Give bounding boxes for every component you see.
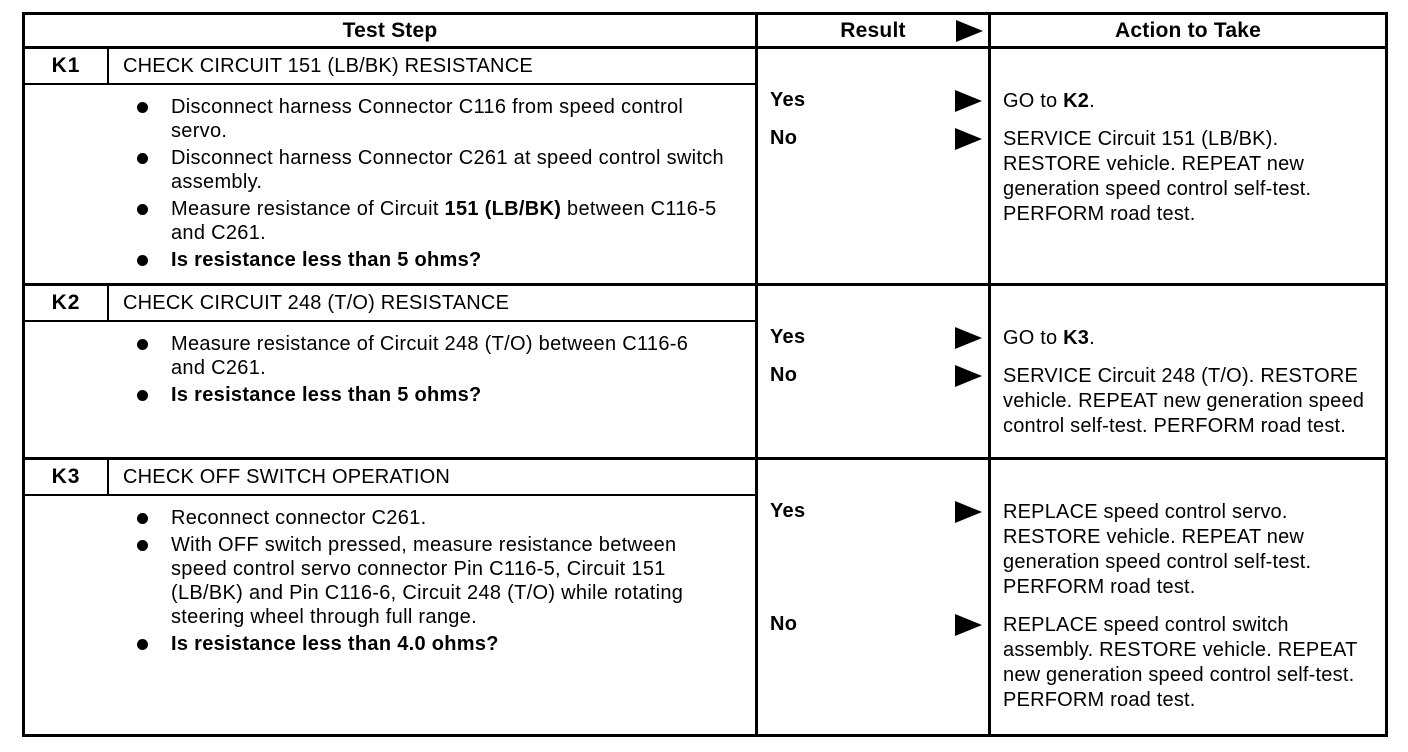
action-text: REPLACE speed control servo. RESTORE veh… (1003, 501, 1312, 598)
bullet-icon (137, 540, 148, 551)
instruction-item: Disconnect harness Connector C116 from s… (137, 95, 745, 143)
result-action-cell: Yes GO to K2. No SERVICE Circuit 151 (LB… (758, 49, 1385, 283)
result-label: Yes (770, 89, 806, 111)
test-step-cell: K1 CHECK CIRCUIT 151 (LB/BK) RESISTANCE … (25, 49, 758, 283)
table-header-row: Test Step Result Action to Take (25, 15, 1385, 49)
result-cell: No (758, 127, 988, 150)
step-title: CHECK CIRCUIT 151 (LB/BK) RESISTANCE (123, 54, 533, 77)
result-row: No SERVICE Circuit 248 (T/O). RESTORE ve… (758, 364, 1385, 439)
test-section-k2: K2 CHECK CIRCUIT 248 (T/O) RESISTANCE Me… (25, 286, 1385, 460)
bullet-icon (137, 339, 148, 350)
bullet-icon (137, 204, 148, 215)
header-result: Result (758, 15, 988, 46)
step-code: K1 (25, 49, 109, 83)
test-section-k1: K1 CHECK CIRCUIT 151 (LB/BK) RESISTANCE … (25, 49, 1385, 286)
instruction-item: Is resistance less than 5 ohms? (137, 248, 745, 272)
result-row: Yes GO to K2. (758, 89, 1385, 114)
pinpoint-test-table: Test Step Result Action to Take K1 CHECK… (22, 12, 1388, 737)
test-section-k3: K3 CHECK OFF SWITCH OPERATION Reconnect … (25, 460, 1385, 734)
step-instructions: Reconnect connector C261. With OFF switc… (25, 496, 755, 667)
result-arrow-icon (955, 364, 982, 387)
instruction-item: Disconnect harness Connector C261 at spe… (137, 146, 745, 194)
result-label: Yes (770, 500, 806, 522)
result-row: Yes REPLACE speed control servo. RESTORE… (758, 500, 1385, 600)
result-arrow-icon (955, 613, 982, 636)
result-cell: Yes (758, 89, 988, 112)
result-action-cell: Yes GO to K3. No SERVICE Circuit 248 (T/… (758, 286, 1385, 457)
step-title: CHECK CIRCUIT 248 (T/O) RESISTANCE (123, 291, 510, 314)
result-row: No SERVICE Circuit 151 (LB/BK). RESTORE … (758, 127, 1385, 227)
bullet-icon (137, 390, 148, 401)
action-text: REPLACE speed control switch assembly. R… (1003, 614, 1358, 711)
result-cell: No (758, 613, 988, 636)
step-code: K3 (25, 460, 109, 494)
bullet-icon (137, 255, 148, 266)
action-text: SERVICE Circuit 248 (T/O). RESTORE vehic… (1003, 365, 1365, 437)
result-label: Yes (770, 326, 806, 348)
result-cell: No (758, 364, 988, 387)
step-title-row: K3 CHECK OFF SWITCH OPERATION (25, 460, 755, 496)
header-action: Action to Take (988, 15, 1385, 46)
result-arrow-icon (955, 500, 982, 523)
test-step-cell: K2 CHECK CIRCUIT 248 (T/O) RESISTANCE Me… (25, 286, 758, 457)
result-label: No (770, 364, 798, 386)
result-label: No (770, 127, 798, 149)
action-text: GO to K2. (1003, 90, 1095, 112)
instruction-item: Is resistance less than 5 ohms? (137, 383, 745, 407)
result-label: No (770, 613, 798, 635)
result-cell: Yes (758, 500, 988, 523)
result-action-cell: Yes REPLACE speed control servo. RESTORE… (758, 460, 1385, 734)
result-arrow-icon (956, 19, 983, 42)
result-arrow-icon (955, 127, 982, 150)
instruction-item: Measure resistance of Circuit 151 (LB/BK… (137, 197, 745, 245)
instruction-item: With OFF switch pressed, measure resista… (137, 533, 745, 629)
bullet-icon (137, 639, 148, 650)
result-arrow-icon (955, 326, 982, 349)
action-text: SERVICE Circuit 151 (LB/BK). RESTORE veh… (1003, 128, 1312, 225)
instruction-item: Measure resistance of Circuit 248 (T/O) … (137, 332, 745, 380)
instruction-item: Reconnect connector C261. (137, 506, 745, 530)
result-cell: Yes (758, 326, 988, 349)
bullet-icon (137, 153, 148, 164)
instruction-item: Is resistance less than 4.0 ohms? (137, 632, 745, 656)
result-row: Yes GO to K3. (758, 326, 1385, 351)
step-instructions: Disconnect harness Connector C116 from s… (25, 85, 755, 283)
result-row: No REPLACE speed control switch assembly… (758, 613, 1385, 713)
result-arrow-icon (955, 89, 982, 112)
header-test-step: Test Step (25, 15, 758, 46)
bullet-icon (137, 102, 148, 113)
header-result-label: Result (840, 18, 906, 42)
test-step-cell: K3 CHECK OFF SWITCH OPERATION Reconnect … (25, 460, 758, 734)
step-title-row: K1 CHECK CIRCUIT 151 (LB/BK) RESISTANCE (25, 49, 755, 85)
step-title-row: K2 CHECK CIRCUIT 248 (T/O) RESISTANCE (25, 286, 755, 322)
step-code: K2 (25, 286, 109, 320)
bullet-icon (137, 513, 148, 524)
step-title: CHECK OFF SWITCH OPERATION (123, 465, 451, 488)
action-text: GO to K3. (1003, 327, 1095, 349)
step-instructions: Measure resistance of Circuit 248 (T/O) … (25, 322, 755, 418)
